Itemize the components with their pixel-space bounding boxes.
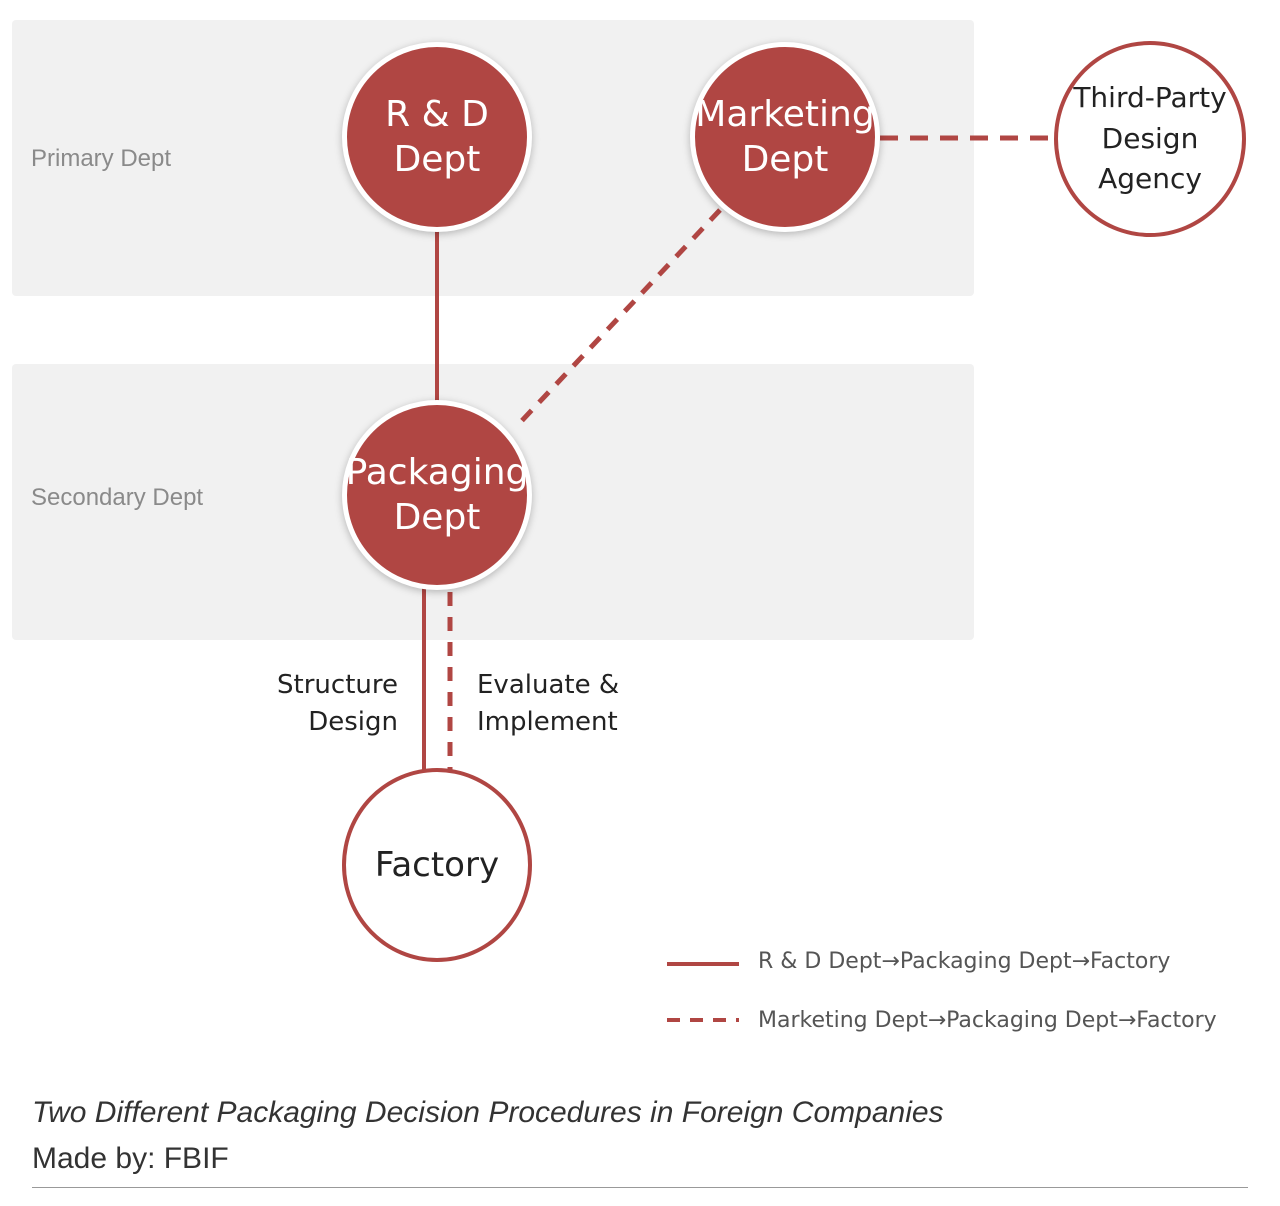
marketing-to-packaging-line — [513, 208, 722, 430]
packaging-dept-label: Packaging Dept — [345, 452, 529, 538]
packaging-dept-node: Packaging Dept — [342, 400, 532, 590]
marketing-dept-label: Marketing Dept — [695, 94, 875, 180]
caption-title: Two Different Packaging Decision Procedu… — [32, 1096, 944, 1129]
bottom-divider — [32, 1187, 1248, 1188]
caption-credit: Made by: FBIF — [32, 1142, 229, 1175]
evaluate-implement-label: Evaluate & Implement — [477, 670, 620, 737]
primary-dept-label: Primary Dept — [31, 145, 172, 172]
rd-dept-label: R & D Dept — [385, 94, 489, 180]
third-party-agency-node: Third-Party Design Agency — [1054, 41, 1246, 237]
secondary-dept-label: Secondary Dept — [31, 484, 204, 511]
rd-dept-node: R & D Dept — [342, 42, 532, 232]
legend-dashed-label: Marketing Dept→Packaging Dept→Factory — [758, 1008, 1217, 1033]
third-party-agency-label: Third-Party Design Agency — [1073, 81, 1227, 196]
factory-label: Factory — [374, 844, 500, 885]
structure-design-label: Structure Design — [277, 670, 398, 737]
marketing-dept-node: Marketing Dept — [690, 42, 880, 232]
factory-node: Factory — [342, 768, 532, 962]
legend-solid-label: R & D Dept→Packaging Dept→Factory — [758, 949, 1171, 974]
